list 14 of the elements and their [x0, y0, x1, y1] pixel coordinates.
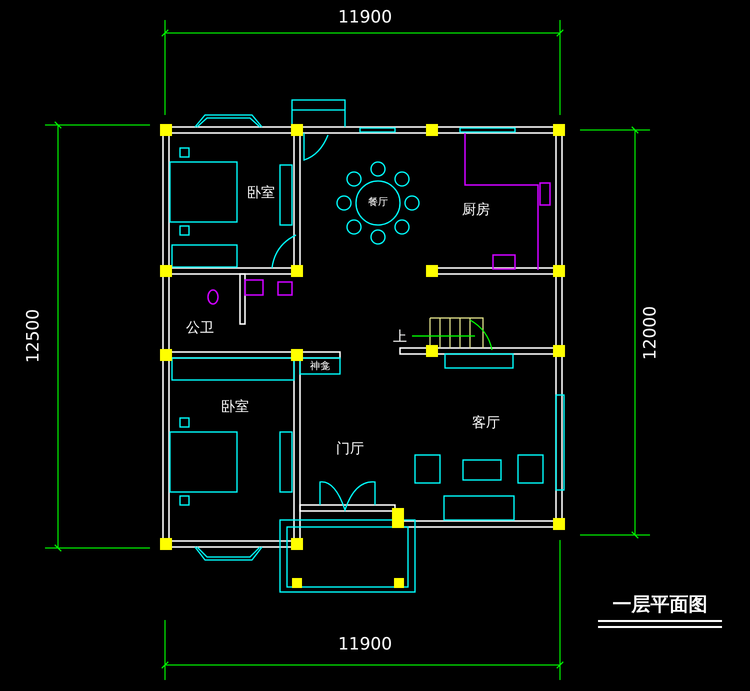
room-label: 卧室 — [221, 400, 249, 414]
dimension-label: 12500 — [26, 308, 42, 364]
room-label: 门厅 — [336, 442, 364, 456]
dimension-label: 12000 — [642, 306, 660, 360]
room-label: 公卫 — [186, 321, 214, 335]
dimension-label: 11900 — [338, 636, 392, 654]
dimension-label: 11900 — [338, 10, 392, 26]
room-label: 神龛 — [310, 362, 330, 372]
room-label: 上 — [393, 330, 407, 344]
room-label: 餐厅 — [368, 198, 388, 208]
room-label: 卧室 — [247, 186, 275, 200]
drawing-caption: 一层平面图 — [612, 596, 708, 614]
room-label: 厨房 — [462, 203, 490, 217]
room-label: 客厅 — [472, 416, 500, 430]
